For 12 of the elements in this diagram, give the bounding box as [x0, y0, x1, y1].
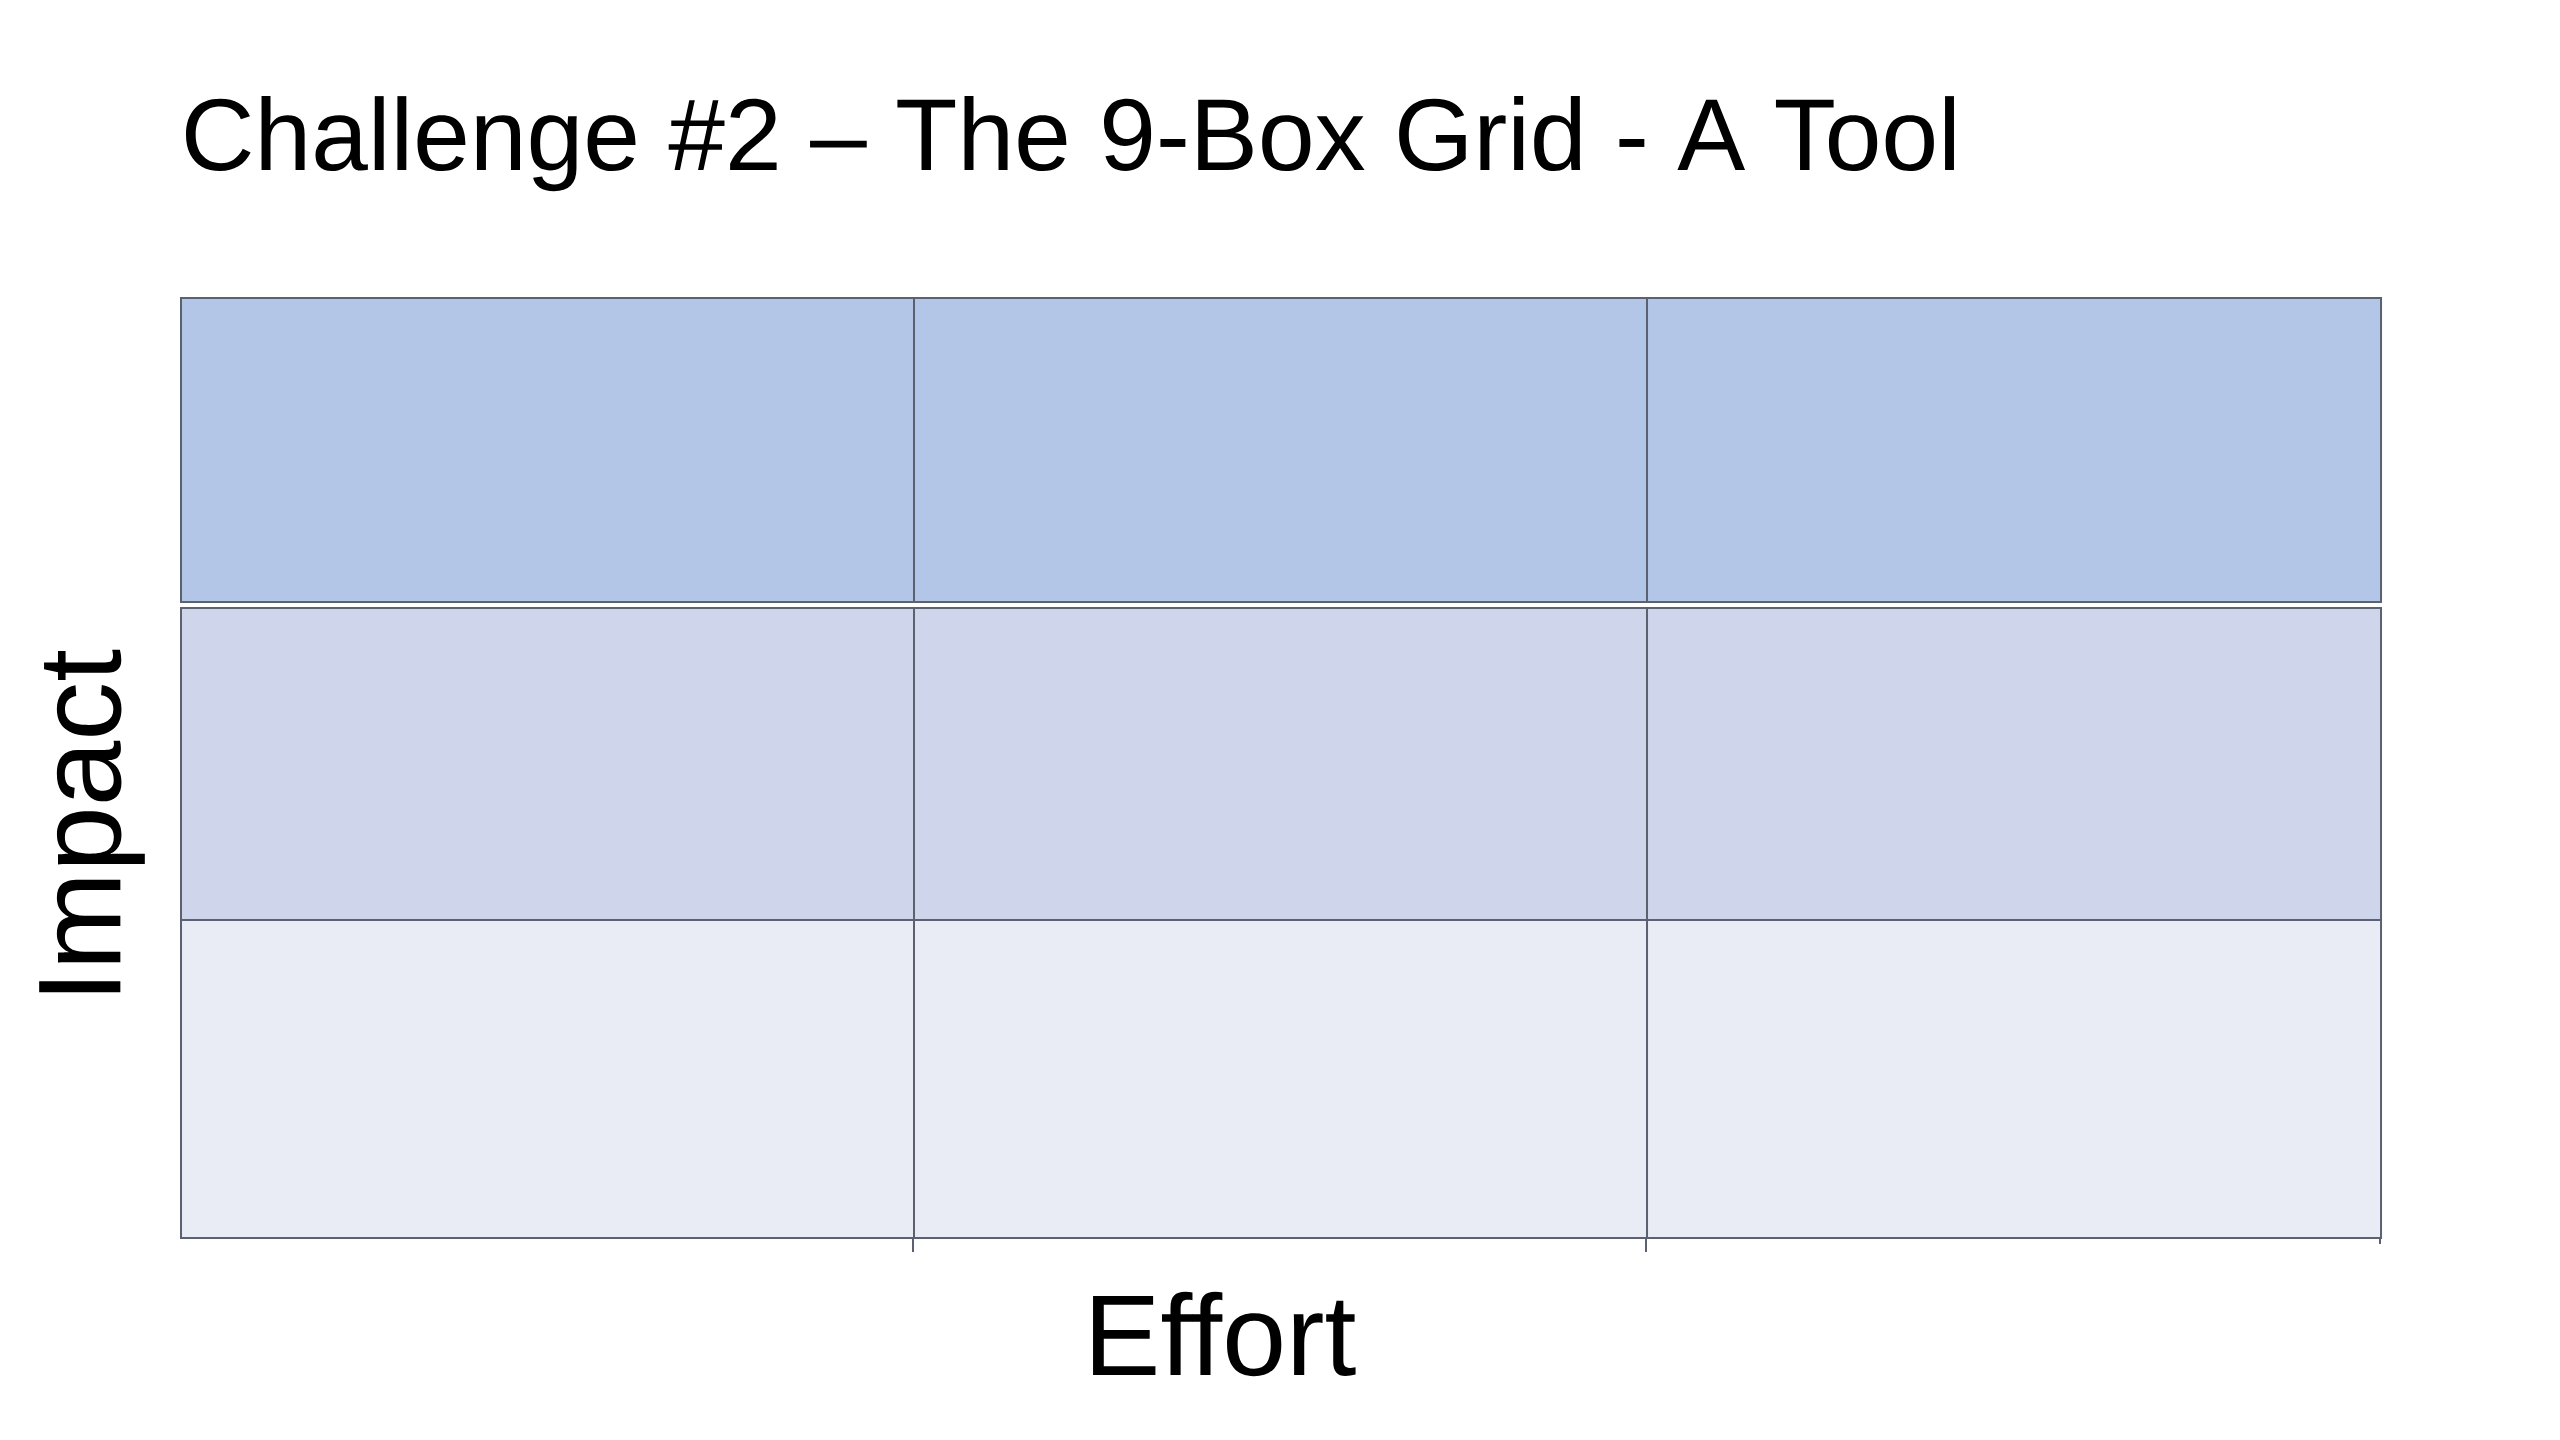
title: Challenge #2 – The 9-Box Grid - A Tool — [186, 96, 1954, 192]
grid-cell — [180, 297, 915, 604]
grid-cell — [913, 297, 1649, 604]
grid-cell — [180, 607, 915, 922]
grid-cell — [1646, 919, 2383, 1240]
axis-label: Effort — [1093, 1291, 1356, 1377]
grid-cell — [913, 919, 1649, 1240]
grid-cell — [1646, 607, 2383, 922]
grid-cell — [913, 607, 1649, 922]
grid-cell — [180, 919, 915, 1240]
axis-label: Impact — [39, 649, 145, 993]
grid-cell — [1646, 297, 2383, 604]
